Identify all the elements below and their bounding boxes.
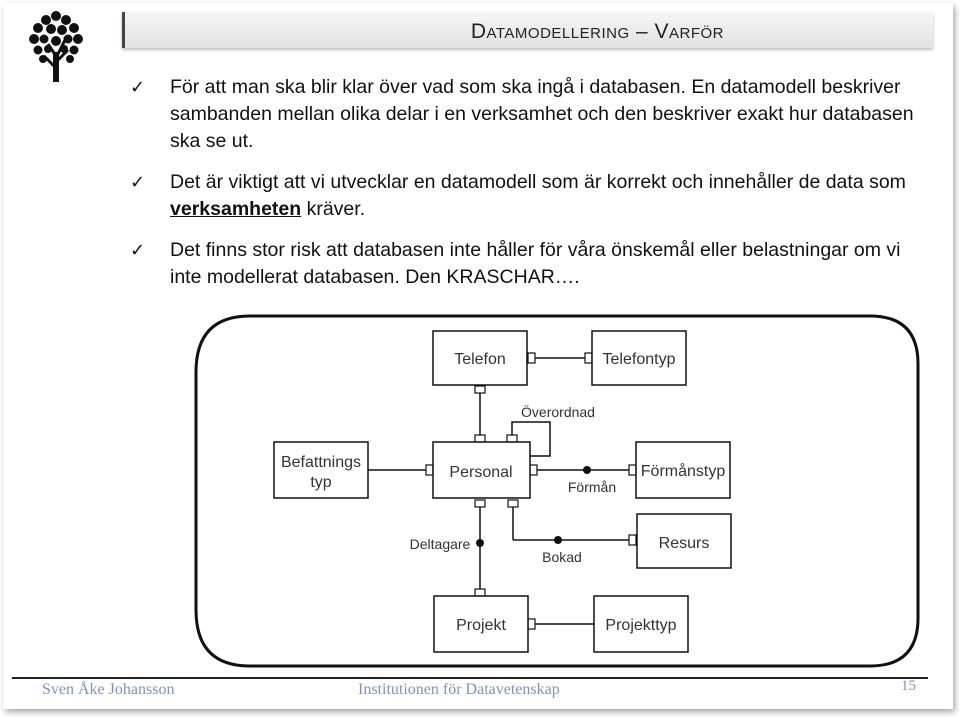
entity-projekt xyxy=(433,595,529,653)
footer-institution: Institutionen för Datavetenskap xyxy=(358,681,560,698)
checkmark-icon: ✓ xyxy=(130,77,146,98)
entity-label-personal: Personal xyxy=(449,464,512,481)
relationship-label-forman: Förmån xyxy=(568,479,616,495)
page-title: Datamodellering – Varför xyxy=(470,20,724,43)
bullet-item: ✓ För att man ska blir klar över vad som… xyxy=(130,76,914,152)
tree-logo-icon xyxy=(29,11,83,82)
entity-befattningstyp xyxy=(273,441,369,499)
title-bar xyxy=(122,12,933,48)
bullet-item: ✓ Det är viktigt att vi utvecklar en dat… xyxy=(130,171,906,220)
footer-author: Sven Åke Johansson xyxy=(42,681,175,698)
entity-resurs xyxy=(636,513,732,569)
footer-divider xyxy=(12,677,928,679)
entity-label-projekttyp: Projekttyp xyxy=(605,617,676,634)
entity-label-formanstyp: Förmånstyp xyxy=(641,462,726,480)
bullet-item: ✓ Det finns stor risk att databasen inte… xyxy=(130,239,901,288)
relationship-label-bokad: Bokad xyxy=(542,549,582,565)
bullet-list: ✓ För att man ska blir klar över vad som… xyxy=(130,74,920,291)
entity-label-resurs: Resurs xyxy=(659,535,710,552)
cardinality-markers xyxy=(425,352,637,630)
entity-personal xyxy=(432,441,531,499)
relationship-label-deltagare: Deltagare xyxy=(410,536,471,552)
entity-projekttyp xyxy=(593,595,689,653)
relationship-dot xyxy=(476,539,484,547)
checkmark-icon: ✓ xyxy=(130,172,146,193)
entity-label-telefon: Telefon xyxy=(454,351,506,368)
underlined-word: verksamheten xyxy=(170,198,302,220)
entity-label-projekt: Projekt xyxy=(456,617,506,634)
entity-label-telefontyp: Telefontyp xyxy=(603,351,676,368)
entity-label-befattningstyp: Befattnings xyxy=(281,454,361,471)
page-number: 15 xyxy=(901,678,916,694)
entity-telefon xyxy=(432,330,528,386)
relationship-dot xyxy=(554,536,562,544)
entity-label-befattningstyp-line2: typ xyxy=(310,474,331,491)
entity-formanstyp xyxy=(635,441,731,499)
entity-telefontyp xyxy=(591,330,687,386)
relationship-dot xyxy=(583,466,591,474)
checkmark-icon: ✓ xyxy=(130,240,146,261)
relationship-label-overordnad: Överordnad xyxy=(521,403,595,420)
diagram-frame xyxy=(194,314,920,668)
